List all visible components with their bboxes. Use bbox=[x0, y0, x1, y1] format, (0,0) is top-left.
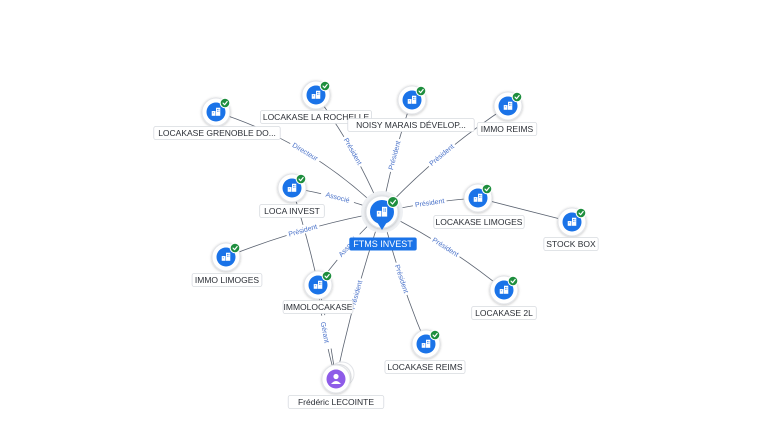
person-node[interactable]: Frédéric LECOINTE bbox=[287, 361, 385, 409]
company-label-noisy: NOISY MARAIS DÉVELOP... bbox=[347, 118, 475, 132]
company-node-grenoble[interactable]: LOCAKASE GRENOBLE DO... bbox=[153, 97, 281, 140]
edge-label-center-locainvest: Associé bbox=[320, 188, 356, 206]
company-label-l2l: LOCAKASE 2L bbox=[471, 306, 537, 320]
svg-text:Gérant: Gérant bbox=[319, 321, 330, 343]
verified-check-icon bbox=[415, 85, 427, 97]
building-icon bbox=[473, 193, 483, 202]
svg-text:LOCAKASE GRENOBLE DO...: LOCAKASE GRENOBLE DO... bbox=[158, 128, 276, 138]
svg-text:NOISY MARAIS DÉVELOP...: NOISY MARAIS DÉVELOP... bbox=[356, 120, 466, 130]
verified-check-icon bbox=[511, 91, 523, 103]
svg-text:IMMOLOCAKASE: IMMOLOCAKASE bbox=[284, 302, 353, 312]
company-node-noisy[interactable]: NOISY MARAIS DÉVELOP... bbox=[347, 85, 475, 132]
svg-text:IMMO LIMOGES: IMMO LIMOGES bbox=[195, 275, 260, 285]
verified-check-icon bbox=[387, 196, 399, 208]
verified-check-icon bbox=[429, 329, 441, 341]
verified-check-icon bbox=[319, 80, 331, 92]
svg-text:Associé: Associé bbox=[325, 192, 351, 205]
building-icon bbox=[567, 217, 577, 226]
svg-text:Président: Président bbox=[429, 143, 456, 167]
svg-text:IMMO REIMS: IMMO REIMS bbox=[481, 124, 534, 134]
edge-label-center-noisy: Président bbox=[385, 137, 403, 173]
svg-text:FTMS INVEST: FTMS INVEST bbox=[353, 239, 413, 249]
company-node-immoreims[interactable]: IMMO REIMS bbox=[476, 91, 538, 136]
building-icon bbox=[221, 252, 231, 261]
company-label-rochelle: LOCAKASE LA ROCHELLE bbox=[260, 110, 372, 124]
company-label-immolocakase: IMMOLOCAKASE bbox=[282, 300, 354, 314]
company-node-immolimoges[interactable]: IMMO LIMOGES bbox=[191, 242, 263, 287]
verified-check-icon bbox=[575, 207, 587, 219]
svg-text:LOCAKASE REIMS: LOCAKASE REIMS bbox=[387, 362, 462, 372]
company-node-locainvest[interactable]: LOCA INVEST bbox=[259, 173, 325, 218]
edge-label-center-lreims: Président bbox=[392, 261, 412, 297]
company-label-stockbox: STOCK BOX bbox=[543, 237, 599, 251]
company-node-l2l[interactable]: LOCAKASE 2L bbox=[471, 275, 537, 320]
center-node[interactable]: FTMS INVEST bbox=[349, 191, 417, 251]
person-icon bbox=[331, 373, 341, 384]
svg-text:LOCAKASE LIMOGES: LOCAKASE LIMOGES bbox=[436, 217, 523, 227]
verified-check-icon bbox=[229, 242, 241, 254]
building-icon bbox=[503, 101, 513, 110]
company-node-lreims[interactable]: LOCAKASE REIMS bbox=[384, 329, 466, 374]
edge-label-immolocakase-person: Gérant bbox=[318, 314, 334, 350]
edge-label-center-immoreims: Président bbox=[425, 140, 458, 169]
svg-text:LOCAKASE LA ROCHELLE: LOCAKASE LA ROCHELLE bbox=[263, 112, 370, 122]
edge-label-center-rochelle: Président bbox=[341, 134, 366, 169]
company-label-immolimoges: IMMO LIMOGES bbox=[191, 273, 263, 287]
verified-check-icon bbox=[481, 183, 493, 195]
person-label: Frédéric LECOINTE bbox=[287, 395, 385, 409]
building-icon bbox=[313, 280, 323, 289]
svg-text:LOCA INVEST: LOCA INVEST bbox=[264, 206, 320, 216]
company-label-immoreims: IMMO REIMS bbox=[476, 122, 538, 136]
building-icon bbox=[211, 107, 221, 116]
company-node-stockbox[interactable]: STOCK BOX bbox=[543, 207, 599, 251]
building-icon bbox=[311, 90, 321, 99]
svg-text:Frédéric LECOINTE: Frédéric LECOINTE bbox=[298, 397, 374, 407]
building-icon bbox=[499, 285, 509, 294]
edge-label-center-grenoble: Directeur bbox=[288, 138, 323, 164]
company-node-limoges[interactable]: LOCAKASE LIMOGES bbox=[433, 183, 525, 229]
verified-check-icon bbox=[507, 275, 519, 287]
company-node-immolocakase[interactable]: IMMOLOCAKASE bbox=[282, 270, 354, 314]
edge-label-center-l2l: Président bbox=[429, 233, 463, 260]
building-icon bbox=[376, 206, 388, 217]
company-label-limoges: LOCAKASE LIMOGES bbox=[433, 215, 525, 229]
verified-check-icon bbox=[219, 97, 231, 109]
building-icon bbox=[407, 95, 417, 104]
company-node-rochelle[interactable]: LOCAKASE LA ROCHELLE bbox=[260, 80, 372, 124]
edge-label-center-limoges: Président bbox=[412, 195, 448, 209]
center-label: FTMS INVEST bbox=[349, 237, 417, 251]
svg-text:STOCK BOX: STOCK BOX bbox=[546, 239, 596, 249]
building-icon bbox=[287, 183, 297, 192]
company-label-locainvest: LOCA INVEST bbox=[259, 204, 325, 218]
company-label-grenoble: LOCAKASE GRENOBLE DO... bbox=[153, 126, 281, 140]
building-icon bbox=[421, 339, 431, 348]
svg-text:Président: Président bbox=[415, 198, 445, 209]
verified-check-icon bbox=[321, 270, 333, 282]
verified-check-icon bbox=[295, 173, 307, 185]
svg-text:LOCAKASE 2L: LOCAKASE 2L bbox=[475, 308, 533, 318]
company-label-lreims: LOCAKASE REIMS bbox=[384, 360, 466, 374]
